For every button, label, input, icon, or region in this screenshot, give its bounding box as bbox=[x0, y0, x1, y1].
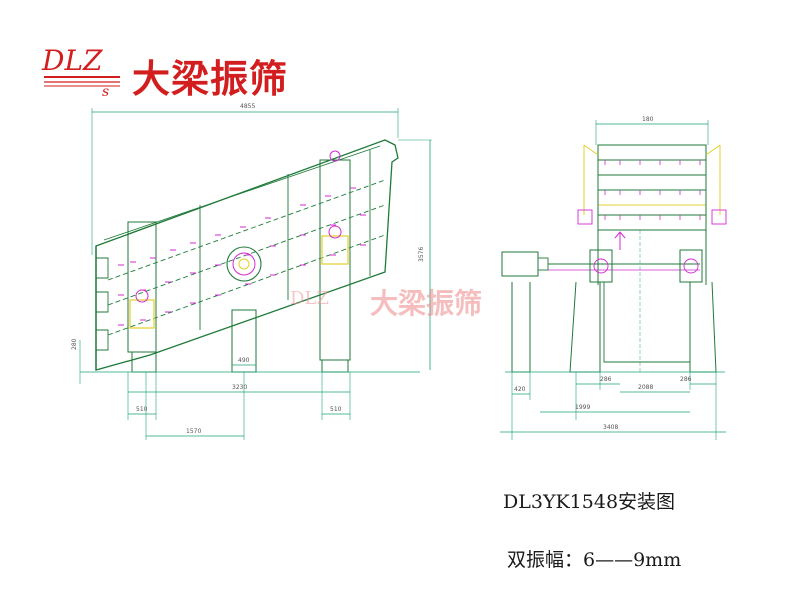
left-base-foot bbox=[131, 351, 157, 373]
dim-axis-offset: 1570 bbox=[186, 428, 201, 435]
right-hanger-cap bbox=[329, 150, 341, 162]
end-left-leg bbox=[569, 281, 601, 373]
logo-letters: DLZ bbox=[41, 44, 103, 77]
end-view: 180 bbox=[500, 116, 727, 440]
amplitude-spec: 双振幅：6——9mm bbox=[507, 549, 682, 571]
dim-top-width: 180 bbox=[642, 116, 654, 123]
end-inner-legs bbox=[603, 282, 691, 363]
direction-arrow bbox=[614, 231, 626, 250]
end-bolt-marks bbox=[604, 160, 701, 220]
dim-base-height: 280 bbox=[71, 338, 78, 350]
end-left-spring-seat bbox=[589, 249, 613, 283]
vibrator-core bbox=[238, 258, 250, 270]
dim-end-overall-width: 3408 bbox=[603, 424, 618, 431]
dim-end-right-inner: 286 bbox=[680, 376, 692, 383]
side-view: 4855 3576 bbox=[71, 103, 432, 440]
dim-bottom-gap: 490 bbox=[238, 357, 250, 364]
watermark-letters: DLZ bbox=[290, 288, 329, 309]
dim-overall-height: 3576 bbox=[418, 247, 425, 262]
right-base-foot bbox=[321, 359, 349, 373]
brand-name: 大梁振筛 bbox=[132, 57, 289, 101]
logo-sub-letter: s bbox=[102, 84, 109, 100]
end-right-spring-seat bbox=[679, 249, 703, 283]
right-spring-cap bbox=[328, 225, 342, 239]
end-right-lug bbox=[711, 209, 727, 225]
screen-box-outline bbox=[95, 139, 399, 371]
right-spring bbox=[321, 235, 349, 265]
dim-end-inner-span: 1999 bbox=[575, 404, 590, 411]
end-right-leg bbox=[689, 281, 717, 373]
vibrator-inner bbox=[232, 252, 256, 276]
dim-end-center-span: 2088 bbox=[638, 384, 653, 391]
dim-overall-length: 4855 bbox=[240, 103, 255, 110]
motor-leg bbox=[511, 282, 531, 373]
end-guides bbox=[583, 144, 721, 215]
drawing-title: DL3YK1548安装图 bbox=[503, 491, 676, 513]
brand-logo: DLZ s 大梁振筛 bbox=[40, 40, 310, 101]
vibrator-housing bbox=[226, 246, 262, 282]
left-spring-cap bbox=[135, 289, 149, 303]
dim-support-span: 3230 bbox=[232, 384, 247, 391]
deck-upper bbox=[107, 179, 386, 281]
dim-end-left-inner: 286 bbox=[600, 376, 612, 383]
right-spring-column bbox=[319, 159, 351, 361]
drive-motor bbox=[501, 251, 539, 277]
end-left-spring-cap bbox=[593, 258, 609, 274]
left-spring bbox=[129, 299, 155, 329]
left-spring-column bbox=[127, 221, 157, 353]
dim-right-foot: 510 bbox=[330, 406, 342, 413]
screen-top-rail bbox=[103, 145, 381, 241]
watermark-text: 大梁振筛 bbox=[370, 287, 483, 320]
motor-coupling bbox=[537, 257, 549, 271]
dim-end-foot: 420 bbox=[514, 386, 526, 393]
end-left-lug bbox=[577, 209, 593, 225]
dim-left-foot: 510 bbox=[136, 406, 148, 413]
feed-end-steps bbox=[96, 257, 109, 351]
logo-mark: DLZ s bbox=[41, 44, 120, 100]
deck-lower bbox=[107, 234, 386, 336]
end-right-spring-cap bbox=[683, 258, 699, 274]
